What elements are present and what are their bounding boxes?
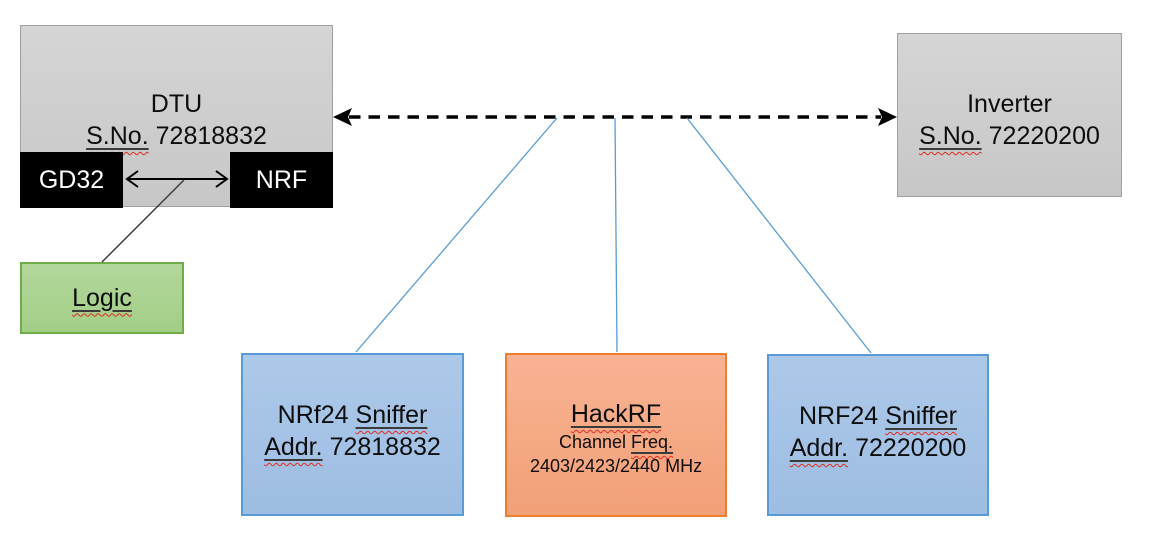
inverter-serial-label: S.No. xyxy=(919,122,982,150)
inverter-title: Inverter xyxy=(967,90,1052,118)
sniffer2-title: NRF24 Sniffer xyxy=(799,402,957,430)
hackrf-box: HackRF Channel Freq. 2403/2423/2440 MHz xyxy=(505,353,727,517)
connector-line-sniffer2 xyxy=(686,117,872,354)
nrf-box: NRF xyxy=(230,152,333,208)
connector-line-sniffer1 xyxy=(355,117,558,353)
gd32-box: GD32 xyxy=(20,152,123,208)
rf-arrowhead-left xyxy=(333,108,352,126)
connector-line-hackrf xyxy=(614,117,618,353)
sniffer2-address: Addr. 72220200 xyxy=(789,434,967,462)
dtu-text: DTU S.No. 72818832 xyxy=(21,88,332,152)
hackrf-frequencies: 2403/2423/2440 MHz xyxy=(529,456,703,476)
dtu-serial: S.No. 72818832 xyxy=(21,120,332,152)
inverter-text: Inverter S.No. 72220200 xyxy=(898,88,1121,152)
dtu-serial-number: 72818832 xyxy=(155,122,267,150)
nrf-label: NRF xyxy=(255,165,308,194)
logic-box: Logic xyxy=(20,262,184,334)
gd32-label: GD32 xyxy=(38,165,105,194)
dtu-serial-label: S.No. xyxy=(86,122,149,150)
rf-dashed-arrow xyxy=(333,108,897,126)
nrf24-sniffer-2-box: NRF24 Sniffer Addr. 72220200 xyxy=(767,354,989,516)
inverter-serial-number: 72220200 xyxy=(988,122,1100,150)
hackrf-channel-freq: Channel Freq. xyxy=(558,432,674,452)
nrf24-sniffer-1-box: NRf24 Sniffer Addr. 72818832 xyxy=(241,353,464,516)
logic-label: Logic xyxy=(72,283,132,312)
sniffer1-title: NRf24 Sniffer xyxy=(277,401,428,429)
sniffer1-address: Addr. 72818832 xyxy=(264,433,441,461)
dtu-title: DTU xyxy=(150,90,203,118)
hackrf-title: HackRF xyxy=(570,400,662,428)
inverter-box: Inverter S.No. 72220200 xyxy=(897,33,1122,197)
inverter-serial: S.No. 72220200 xyxy=(898,120,1121,152)
rf-arrowhead-right xyxy=(878,108,897,126)
